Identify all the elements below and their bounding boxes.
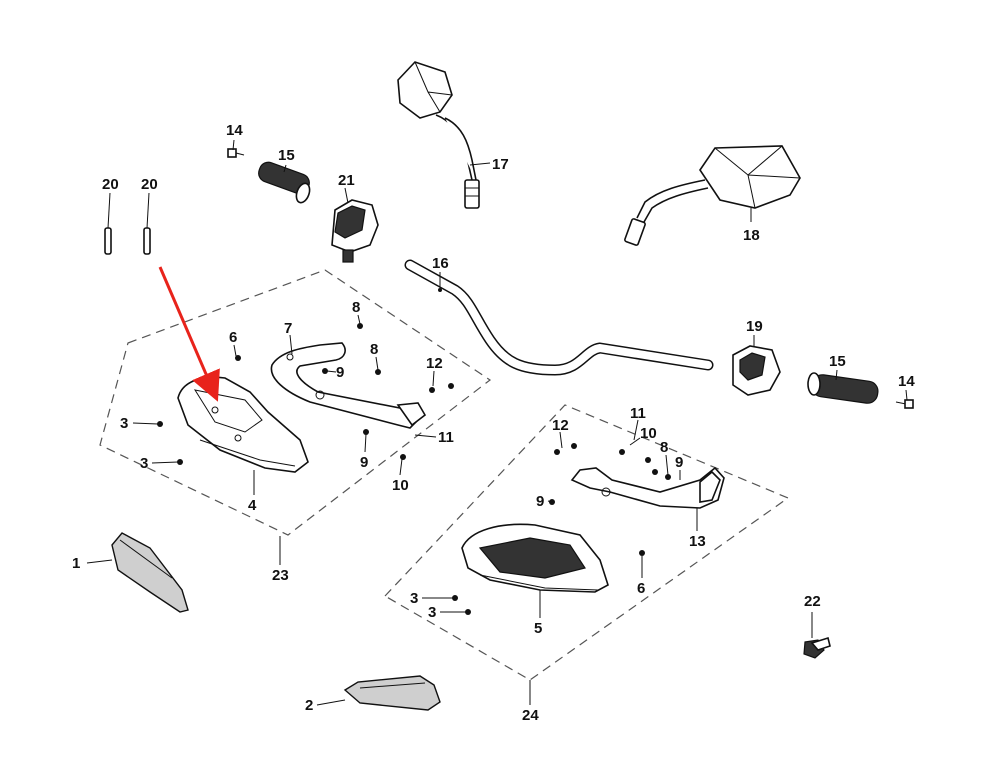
callout-10: 10 [640,425,657,442]
callout-19: 19 [746,318,763,335]
callout-8: 8 [370,341,378,358]
bolt-14-right [895,399,914,409]
right-handguard [461,523,609,593]
callout-20: 20 [102,176,119,193]
leader-lines [86,139,908,706]
right-switch-housing [732,345,781,396]
highlight-arrow [158,266,220,402]
callout-11: 11 [630,405,646,422]
left-mirror [397,61,480,209]
callout-12: 12 [552,417,569,434]
callout-21: 21 [338,172,355,189]
handlebar [404,259,714,376]
left-handguard-bracket [270,342,427,429]
small-fasteners [157,323,671,615]
left-switch-housing [331,199,379,263]
callout-13: 13 [689,533,706,550]
callout-9: 9 [675,454,683,471]
callout-6: 6 [637,580,645,597]
right-mirror [624,145,801,246]
callout-9: 9 [536,493,544,510]
group-outline-23 [99,269,492,536]
callout-4: 4 [248,497,257,514]
left-handguard-shell [111,532,189,613]
callout-14: 14 [226,122,243,139]
callout-8: 8 [352,299,360,316]
callout-10: 10 [392,477,409,494]
right-grip [807,372,879,404]
bolt-14-left [227,148,245,158]
callout-15: 15 [829,353,846,370]
callout-15: 15 [278,147,295,164]
callout-1: 1 [72,555,80,572]
left-grip [258,161,311,204]
callout-20: 20 [141,176,158,193]
right-handguard-bracket [570,466,725,509]
callout-18: 18 [743,227,760,244]
callout-9: 9 [336,364,344,381]
callout-8: 8 [660,439,668,456]
callout-23: 23 [272,567,289,584]
callout-11: 11 [438,429,454,446]
callout-7: 7 [284,320,292,337]
callout-3: 3 [428,604,436,621]
callout-labels: 1 2 3 3 3 3 4 5 6 6 7 8 8 8 9 9 9 9 10 1… [72,122,915,724]
callout-9: 9 [360,454,368,471]
pin-20-left [104,227,112,255]
callout-5: 5 [534,620,542,637]
callout-22: 22 [804,593,821,610]
callout-3: 3 [410,590,418,607]
right-handguard-shell [343,675,441,711]
callout-14: 14 [898,373,915,390]
callout-3: 3 [120,415,128,432]
callout-2: 2 [305,697,313,714]
clip-22 [803,636,831,659]
callout-6: 6 [229,329,237,346]
callout-3: 3 [140,455,148,472]
callout-17: 17 [492,156,509,173]
pin-20-right [143,227,151,255]
callout-24: 24 [522,707,539,724]
callout-12: 12 [426,355,443,372]
callout-16: 16 [432,255,449,272]
group-outline-24 [384,404,790,681]
